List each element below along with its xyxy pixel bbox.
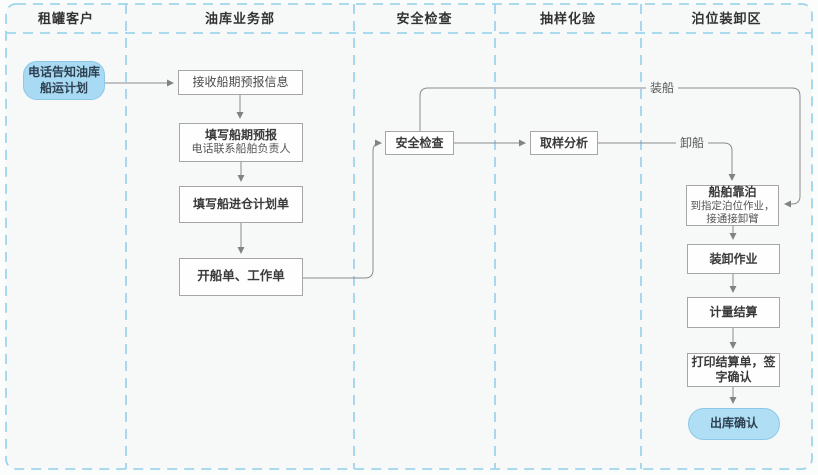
node-fill-entry-plan[interactable]: 填写船进仓计划单 xyxy=(179,186,303,223)
node-loading-unloading-ops-label: 装卸作业 xyxy=(709,251,758,266)
end-node-outbound-confirm[interactable]: 出库确认 xyxy=(688,408,780,440)
node-fill-forecast[interactable]: 填写船期预报 电话联系船舶负责人 xyxy=(179,123,303,162)
node-ship-berthing[interactable]: 船舶靠泊 到指定泊位作业， 接通接卸臂 xyxy=(686,185,779,226)
end-node-outbound-confirm-label: 出库确认 xyxy=(709,416,758,431)
node-receive-forecast[interactable]: 接收船期预报信息 xyxy=(178,70,303,95)
edge-label-unloading-ship: 卸船 xyxy=(676,136,709,150)
node-safety-check-label: 安全检查 xyxy=(395,135,444,150)
node-ship-berthing-title: 船舶靠泊 xyxy=(708,185,757,200)
edge-label-loading-ship: 装船 xyxy=(646,81,679,95)
start-node-phone-notify[interactable]: 电话告知油库 船运计划 xyxy=(23,61,105,100)
node-fill-forecast-title: 填写船期预报 xyxy=(204,128,277,143)
node-print-sign-line2: 字确认 xyxy=(715,370,752,384)
node-sampling-analysis-label: 取样分析 xyxy=(539,135,588,150)
lane-header-berth-area: 泊位装卸区 xyxy=(691,11,762,26)
node-measurement-settlement[interactable]: 计量结算 xyxy=(687,297,780,328)
node-ship-berthing-subtitle2: 接通接卸臂 xyxy=(706,213,759,225)
node-loading-unloading-ops[interactable]: 装卸作业 xyxy=(687,244,780,274)
lane-header-tank-customer: 租罐客户 xyxy=(37,11,94,26)
node-issue-orders-label: 开船单、工作单 xyxy=(197,269,285,284)
edge-sampling-unloading-to-berthing xyxy=(598,142,736,181)
node-measurement-settlement-label: 计量结算 xyxy=(709,305,758,319)
lane-header-sampling-test: 抽样化验 xyxy=(539,11,596,26)
lane-header-depot-business: 油库业务部 xyxy=(204,11,275,26)
node-ship-berthing-subtitle1: 到指定泊位作业， xyxy=(690,200,775,213)
start-node-line2: 船运计划 xyxy=(39,80,88,95)
node-issue-orders[interactable]: 开船单、工作单 xyxy=(179,258,303,296)
node-receive-forecast-label: 接收船期预报信息 xyxy=(192,75,289,90)
pool-border xyxy=(5,3,813,470)
node-sampling-analysis[interactable]: 取样分析 xyxy=(530,131,598,155)
edge-issue-orders-to-safety xyxy=(303,139,382,279)
start-node-line1: 电话告知油库 xyxy=(27,64,100,79)
node-print-sign-confirm[interactable]: 打印结算单，签 字确认 xyxy=(687,353,780,387)
lane-header-safety-check: 安全检查 xyxy=(396,11,453,26)
node-fill-entry-plan-label: 填写船进仓计划单 xyxy=(192,197,289,211)
node-fill-forecast-subtitle: 电话联系船舶负责人 xyxy=(191,143,291,156)
node-print-sign-line1: 打印结算单，签 xyxy=(691,355,776,369)
edge-safety-loading-to-berthing xyxy=(419,87,801,208)
node-safety-check[interactable]: 安全检查 xyxy=(385,131,454,155)
